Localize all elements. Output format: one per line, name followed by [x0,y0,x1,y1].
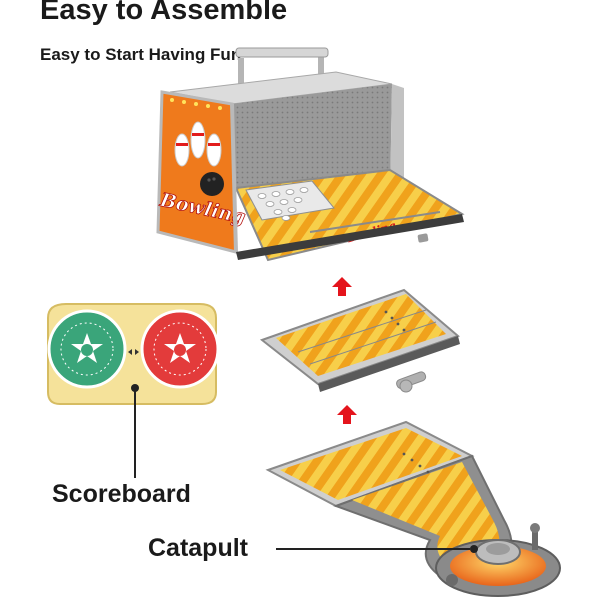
catapult-leader-line [276,545,478,553]
bowling-pins-graphic [174,121,224,196]
scoreboard-leader-line [131,384,139,478]
marquee-lights [170,98,222,110]
lane-section-middle [259,288,460,393]
score-dial-right[interactable] [140,309,220,389]
page-subtitle: Easy to Start Having Fun [40,45,242,64]
catapult-label: Catapult [148,534,248,562]
arrow-up-icon [332,277,352,296]
score-dial-left[interactable] [47,309,127,389]
handle-icon [235,47,329,98]
lane-section-bottom [265,420,561,597]
scoreboard [47,303,220,405]
pin-deck-holes [257,187,309,221]
arrow-up-icon [337,405,357,424]
scoreboard-label: Scoreboard [52,480,191,508]
dial-divider-icon [128,349,139,355]
catapult [435,523,561,597]
page-title: Easy to Assemble [40,0,288,26]
bowling-box: Bowling Bowling [156,47,465,262]
